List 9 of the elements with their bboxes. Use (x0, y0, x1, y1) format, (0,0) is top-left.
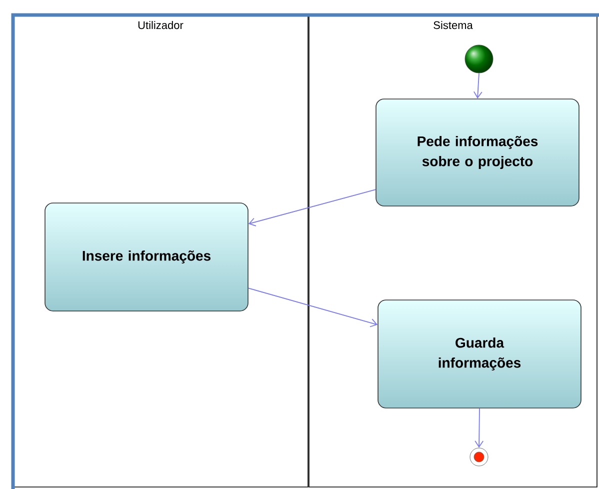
arrow (474, 408, 484, 448)
end-node (470, 448, 488, 466)
action-box: Pede informações sobre o projecto (376, 98, 580, 206)
action-box: Guarda informações (378, 300, 582, 408)
action-box: Insere informações (44, 202, 248, 312)
start-node (464, 44, 494, 74)
arrow (248, 288, 378, 328)
arrow (473, 72, 482, 99)
arrow (248, 189, 376, 226)
